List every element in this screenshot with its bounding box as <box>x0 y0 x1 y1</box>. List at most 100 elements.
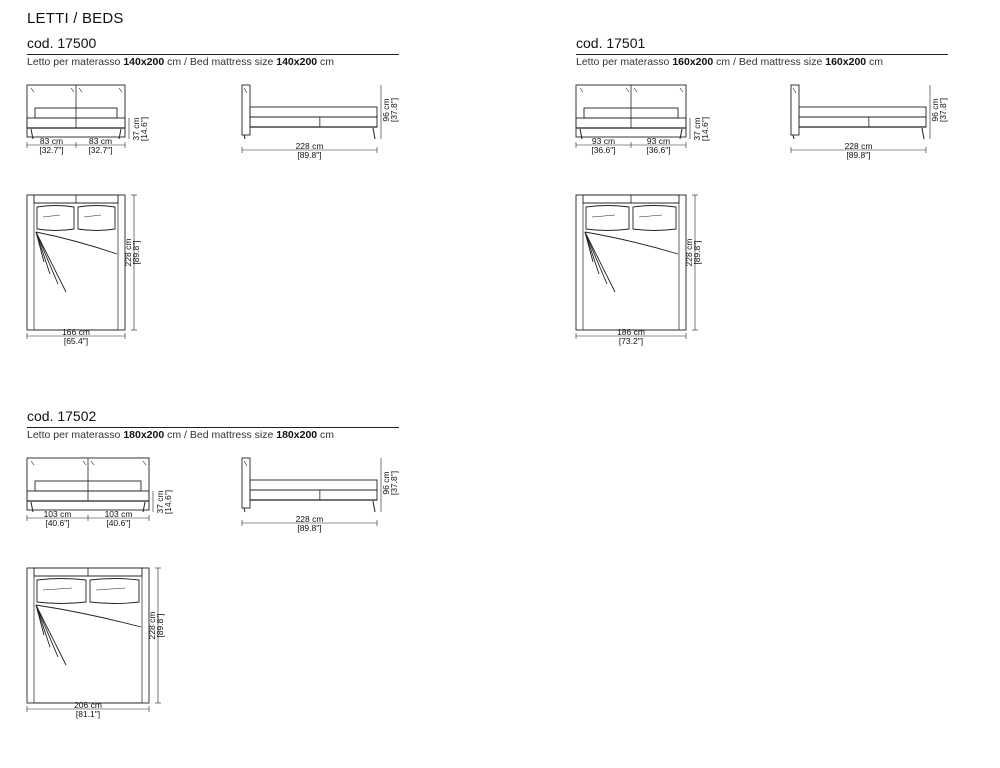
plan-mattress <box>33 202 119 331</box>
leg <box>372 127 376 140</box>
side-height-in: [37.8"] <box>938 98 948 122</box>
plan-view-outline <box>26 567 150 704</box>
front-height-in: [14.6"] <box>139 117 149 141</box>
stitch-mark <box>90 460 95 466</box>
side-length-cm: 228 cm <box>296 141 324 151</box>
mattress-spec: Letto per materasso 160x200 cm / Bed mat… <box>576 56 884 68</box>
stitch-mark <box>30 87 35 93</box>
pillow-right <box>77 205 116 231</box>
divider-line <box>576 54 948 55</box>
leg <box>30 128 34 140</box>
headboard-side-outline <box>790 84 800 136</box>
frame-side-outline <box>249 116 378 128</box>
stitch-mark <box>243 87 248 94</box>
divider-line <box>27 54 399 55</box>
side-length-cm: 228 cm <box>296 514 324 524</box>
side-height-cm: 96 cm <box>381 471 391 494</box>
stitch-mark <box>579 87 584 93</box>
duvet-fold <box>35 231 51 275</box>
pillow-right <box>632 205 677 231</box>
duvet-fold <box>35 231 67 293</box>
stitch-mark <box>243 460 248 467</box>
front-width-cm-left: 93 cm <box>592 136 615 146</box>
leg <box>372 500 376 513</box>
mattress-spec: Letto per materasso 180x200 cm / Bed mat… <box>27 429 335 441</box>
product-code: cod. 17501 <box>576 35 646 51</box>
plan-view-outline <box>26 194 126 331</box>
front-width-in-left: [36.6"] <box>591 145 615 155</box>
technical-drawing: 93 cm[36.6"]93 cm[36.6"]37 cm[14.6"]228 … <box>575 84 948 346</box>
duvet-fold <box>35 231 59 285</box>
pillow-crease <box>591 214 616 218</box>
side-length-in: [89.8"] <box>297 523 321 533</box>
front-height-cm: 37 cm <box>155 490 165 513</box>
duvet-fold <box>584 231 608 285</box>
leg <box>679 128 683 140</box>
mattress-side-outline <box>249 479 378 491</box>
mattress-side-outline <box>798 106 927 118</box>
side-length-cm: 228 cm <box>845 141 873 151</box>
duvet-fold <box>35 604 51 648</box>
stitch-mark <box>633 87 638 93</box>
side-height-cm: 96 cm <box>930 98 940 121</box>
stitch-mark <box>625 87 630 93</box>
technical-drawing: 83 cm[32.7"]83 cm[32.7"]37 cm[14.6"]228 … <box>26 84 399 346</box>
plan-width-in: [81.1"] <box>76 709 100 719</box>
frame-side-outline <box>249 489 378 501</box>
frame-side-outline <box>798 116 927 128</box>
mattress-spec: Letto per materasso 140x200 cm / Bed mat… <box>27 56 335 68</box>
front-width-cm-right: 83 cm <box>89 136 112 146</box>
front-width-cm-right: 103 cm <box>105 509 133 519</box>
product-code: cod. 17502 <box>27 408 97 424</box>
duvet-fold <box>584 231 616 293</box>
headboard-side-outline <box>241 84 251 136</box>
leg <box>792 134 795 140</box>
plan-width-cm: 186 cm <box>617 327 645 337</box>
leg <box>243 134 246 140</box>
front-width-in-left: [32.7"] <box>39 145 63 155</box>
product-section-17502: cod. 17502 Letto per materasso 180x200 c… <box>26 408 399 768</box>
front-height-cm: 37 cm <box>131 117 141 140</box>
plan-view-outline <box>575 194 687 331</box>
leg <box>579 128 583 140</box>
plan-width-in: [65.4"] <box>64 336 88 346</box>
front-height-in: [14.6"] <box>700 117 710 141</box>
pillow-crease <box>42 214 61 218</box>
front-width-in-right: [40.6"] <box>106 518 130 528</box>
pillow-left <box>36 205 75 231</box>
plan-length-in: [89.8"] <box>692 240 702 264</box>
pillow-left <box>585 205 630 231</box>
stitch-mark <box>82 460 87 466</box>
front-width-in-right: [36.6"] <box>646 145 670 155</box>
leg <box>142 501 146 513</box>
plan-length-in: [89.8"] <box>155 613 165 637</box>
duvet-fold <box>35 604 67 666</box>
page-title: LETTI / BEDS <box>27 10 124 27</box>
mattress-side-outline <box>249 106 378 118</box>
side-height-cm: 96 cm <box>381 98 391 121</box>
pillow-crease <box>638 214 663 218</box>
stitch-mark <box>142 460 147 466</box>
duvet-edge <box>35 231 118 255</box>
side-length-in: [89.8"] <box>846 150 870 160</box>
stitch-mark <box>30 460 35 466</box>
duvet-fold <box>584 231 600 275</box>
front-height-in: [14.6"] <box>163 490 173 514</box>
duvet-edge <box>584 231 679 255</box>
plan-mattress <box>33 575 143 704</box>
pillow-left <box>36 578 87 604</box>
headboard-side-outline <box>241 457 251 509</box>
duvet-edge <box>35 604 142 628</box>
pillow-crease <box>83 214 102 218</box>
leg <box>118 128 122 140</box>
plan-width-cm: 166 cm <box>62 327 90 337</box>
front-width-in-right: [32.7"] <box>88 145 112 155</box>
plan-length-cm: 228 cm <box>147 612 157 640</box>
duvet-fold <box>35 604 59 658</box>
stitch-mark <box>679 87 684 93</box>
plan-length-in: [89.8"] <box>131 240 141 264</box>
front-width-in-left: [40.6"] <box>45 518 69 528</box>
side-height-in: [37.8"] <box>389 98 399 122</box>
plan-width-cm: 206 cm <box>74 700 102 710</box>
leg <box>243 507 246 513</box>
